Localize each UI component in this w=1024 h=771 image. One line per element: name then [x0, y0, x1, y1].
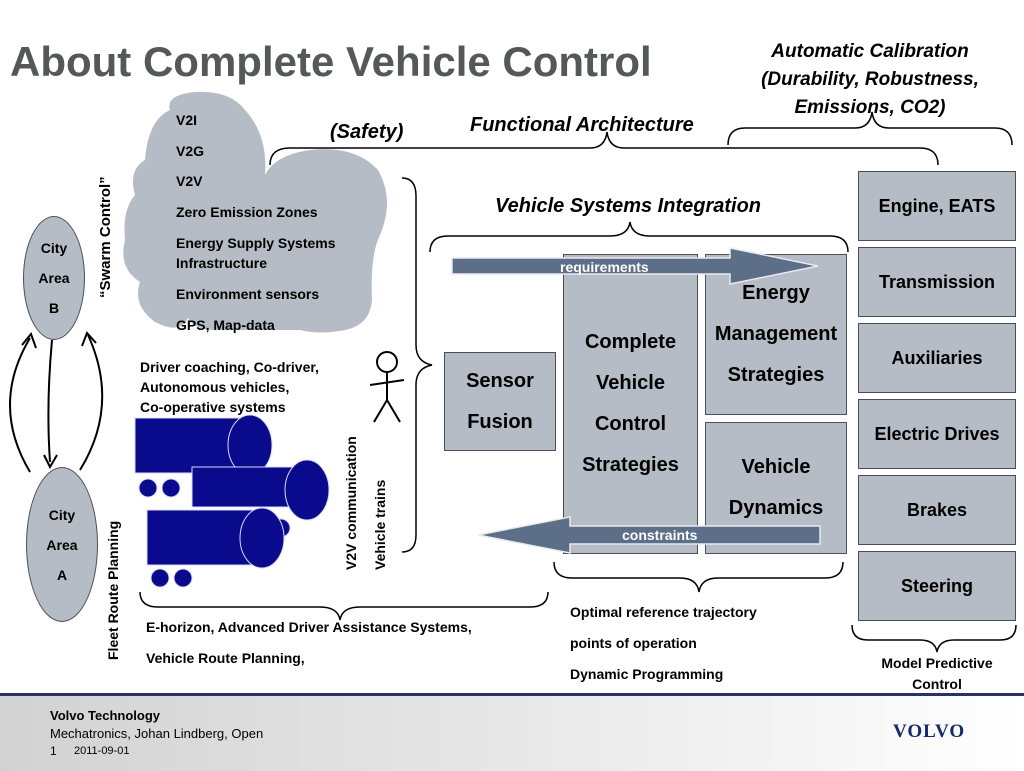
- cloud-item: Energy Supply Systems: [176, 235, 336, 251]
- flow-arrows: [451, 247, 821, 554]
- transmission-box: Transmission: [858, 247, 1016, 317]
- safety-label: (Safety): [330, 121, 404, 143]
- footer-date: 2011-09-01: [74, 745, 130, 757]
- footer-bar: [0, 693, 1024, 771]
- constraints-arrow: [477, 516, 821, 554]
- sensor-fusion-box: Sensor Fusion: [444, 352, 556, 451]
- functional-architecture-label: Functional Architecture: [470, 114, 694, 136]
- page-title: About Complete Vehicle Control: [10, 38, 652, 85]
- steering-box: Steering: [858, 551, 1016, 621]
- cloud-item: V2V: [176, 173, 203, 189]
- footer-page-number: 1: [50, 744, 57, 758]
- cloud-item: V2I: [176, 112, 198, 128]
- electric-drives-box: Electric Drives: [858, 399, 1016, 469]
- cloud-item: Zero Emission Zones: [176, 204, 318, 220]
- brakes-box: Brakes: [858, 475, 1016, 545]
- volvo-logo: VOLVO: [893, 721, 966, 742]
- cloud-item: Infrastructure: [176, 255, 268, 271]
- model-predictive-control-label: Model Predictive Control: [881, 655, 993, 692]
- cloud-item: GPS, Map-data: [176, 317, 275, 333]
- auxiliaries-box: Auxiliaries: [858, 323, 1016, 393]
- energy-management-box: Energy Management Strategies: [705, 254, 847, 415]
- constraints-label: constraints: [622, 527, 698, 543]
- footer-org: Volvo Technology: [50, 708, 161, 723]
- ehorizon-text: E-horizon, Advanced Driver Assistance Sy…: [146, 619, 472, 666]
- city-area-a: City Area A: [26, 467, 98, 622]
- vehicle-systems-integration-label: Vehicle Systems Integration: [495, 195, 762, 217]
- requirements-label: requirements: [560, 259, 649, 275]
- person-icon: [369, 351, 405, 423]
- city-area-b: City Area B: [23, 216, 85, 340]
- auto-calibration-label: Automatic Calibration (Durability, Robus…: [761, 41, 979, 118]
- cloud-item: Environment sensors: [176, 286, 320, 302]
- vehicle-train-icon: [134, 414, 330, 588]
- requirements-arrow: [451, 247, 819, 285]
- optimal-trajectory-text: Optimal reference trajectory points of o…: [570, 604, 757, 682]
- engine-eats-box: Engine, EATS: [858, 171, 1016, 241]
- diagram-lines: [9, 91, 1017, 653]
- cloud-shape: [123, 91, 388, 333]
- cloud-item: V2G: [176, 143, 205, 159]
- complete-vehicle-control-box: Complete Vehicle Control Strategies: [563, 254, 698, 554]
- footer-dept: Mechatronics, Johan Lindberg, Open: [50, 726, 264, 741]
- driver-coaching-text: Driver coaching, Co-driver, Autonomous v…: [140, 359, 319, 415]
